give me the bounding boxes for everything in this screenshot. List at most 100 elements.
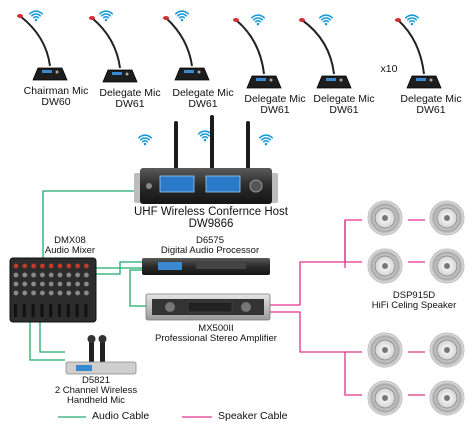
speaker-label: DSP915D HiFi Celing Speaker	[362, 291, 466, 311]
mixer-label: DMX08 Audio Mixer	[34, 236, 106, 256]
host-power	[146, 183, 152, 189]
microphone-icon	[163, 16, 210, 81]
mixer-fader	[14, 304, 17, 317]
mixer-knob	[40, 290, 45, 296]
mic-name: Delegate Mic	[313, 93, 375, 105]
audio-cable-mixer-processor-2	[96, 261, 142, 275]
mixer-knob	[22, 272, 28, 278]
host-label: UHF Wireless Confernce Host DW9866	[126, 206, 296, 230]
wifi-icon	[250, 14, 266, 26]
handheld-mic-2-head	[98, 335, 107, 343]
ceiling-speaker-icon	[429, 380, 465, 416]
processor-model: D6575	[196, 235, 224, 246]
mixer-knob	[66, 263, 72, 269]
mic-label-4: Delegate Mic DW61	[239, 94, 311, 116]
mixer-knob	[40, 281, 45, 287]
microphone-icon	[233, 18, 282, 89]
mixer-knob	[84, 272, 89, 278]
amplifier-name: Professional Stereo Amplifier	[155, 333, 277, 344]
wifi-icon	[318, 14, 334, 26]
mixer-knob	[57, 281, 63, 287]
wifi-icon	[174, 10, 190, 22]
mixer-knob	[75, 281, 80, 287]
antenna-left	[174, 121, 178, 169]
mixer-knob	[48, 281, 54, 287]
handheld-mic-1-head	[87, 335, 96, 343]
handheld-name-2: Handheld Mic	[66, 395, 126, 406]
mixer-knob	[22, 263, 28, 269]
mic-name: Delegate Mic	[244, 93, 306, 105]
ceiling-speakers	[367, 200, 465, 416]
mic-label-1: Chairman Mic DW60	[18, 86, 94, 108]
mic-name: Delegate Mic	[172, 87, 234, 99]
mic-name: Delegate Mic	[400, 93, 462, 105]
mixer-fader	[58, 304, 61, 317]
mixer-fader	[75, 304, 79, 317]
mixer-knob	[57, 272, 63, 278]
mixer-knob	[75, 272, 80, 278]
handheld-model: D5821	[82, 375, 110, 386]
mixer-fader	[49, 304, 53, 317]
mixer-knob	[57, 290, 63, 296]
mixer-name: Audio Mixer	[44, 245, 96, 256]
handheld-mic-2	[100, 338, 105, 368]
mixer-knob	[31, 290, 36, 296]
handheld-label: D5821 2 Channel Wireless Handheld Mic	[46, 376, 146, 406]
ceiling-speaker-icon	[367, 380, 403, 416]
mixer-knob	[57, 263, 63, 269]
mixer-fader	[31, 304, 35, 317]
mic-model: DW61	[115, 98, 145, 110]
antenna-right	[246, 121, 250, 169]
mixer-knob	[84, 281, 89, 287]
ceiling-speaker-icon	[429, 332, 465, 368]
mic-model: DW61	[416, 104, 446, 116]
mixer-knob	[75, 290, 80, 296]
mixer-knob	[66, 272, 72, 278]
amplifier-vent	[187, 301, 233, 313]
host-display-left	[159, 175, 195, 193]
audio-processor	[142, 258, 270, 275]
ceiling-speaker-icon	[367, 332, 403, 368]
speaker-model: DSP915D	[392, 290, 436, 301]
audio-cable-processor-amplifier	[129, 269, 150, 307]
audio-mixer	[9, 257, 97, 323]
mic-label-6: Delegate Mic DW61	[394, 94, 468, 116]
microphones	[17, 14, 442, 89]
mixer-knob	[84, 290, 89, 296]
handheld-mic-1	[89, 338, 94, 368]
audio-cables	[29, 190, 150, 418]
mixer-fader	[22, 304, 26, 317]
mixer-knob	[48, 263, 54, 269]
mic-model: DW61	[188, 98, 218, 110]
conference-host	[134, 115, 278, 204]
wifi-icon	[197, 130, 213, 142]
microphone-icon	[17, 14, 68, 81]
handheld-receiver-display	[76, 365, 92, 371]
processor-name: Digital Audio Processor	[160, 245, 260, 256]
mixer-fader	[40, 304, 44, 317]
ceiling-speaker-icon	[367, 248, 403, 284]
handheld-system	[65, 335, 137, 375]
processor-meter	[196, 263, 246, 269]
mixer-knob	[22, 290, 28, 296]
host-display-right	[205, 175, 241, 193]
mixer-knob	[22, 281, 28, 287]
mixer-model: DMX08	[54, 235, 86, 246]
mixer-knob	[31, 281, 36, 287]
legend-speaker-label: Speaker Cable	[218, 410, 288, 422]
speaker-cables	[182, 219, 425, 418]
mixer-knob	[84, 263, 89, 269]
host-name: UHF Wireless Confernce Host	[133, 206, 288, 218]
processor-display	[158, 262, 182, 270]
stereo-amplifier	[145, 293, 271, 321]
mixer-knob	[13, 281, 19, 287]
speaker-name: HiFi Celing Speaker	[371, 300, 457, 311]
host-knob	[249, 179, 263, 193]
host-model: DW9866	[188, 218, 234, 230]
multiplier-label: x10	[380, 63, 398, 75]
mixer-knob	[66, 281, 72, 287]
wifi-icon	[28, 10, 44, 22]
wifi-icon	[258, 134, 274, 146]
